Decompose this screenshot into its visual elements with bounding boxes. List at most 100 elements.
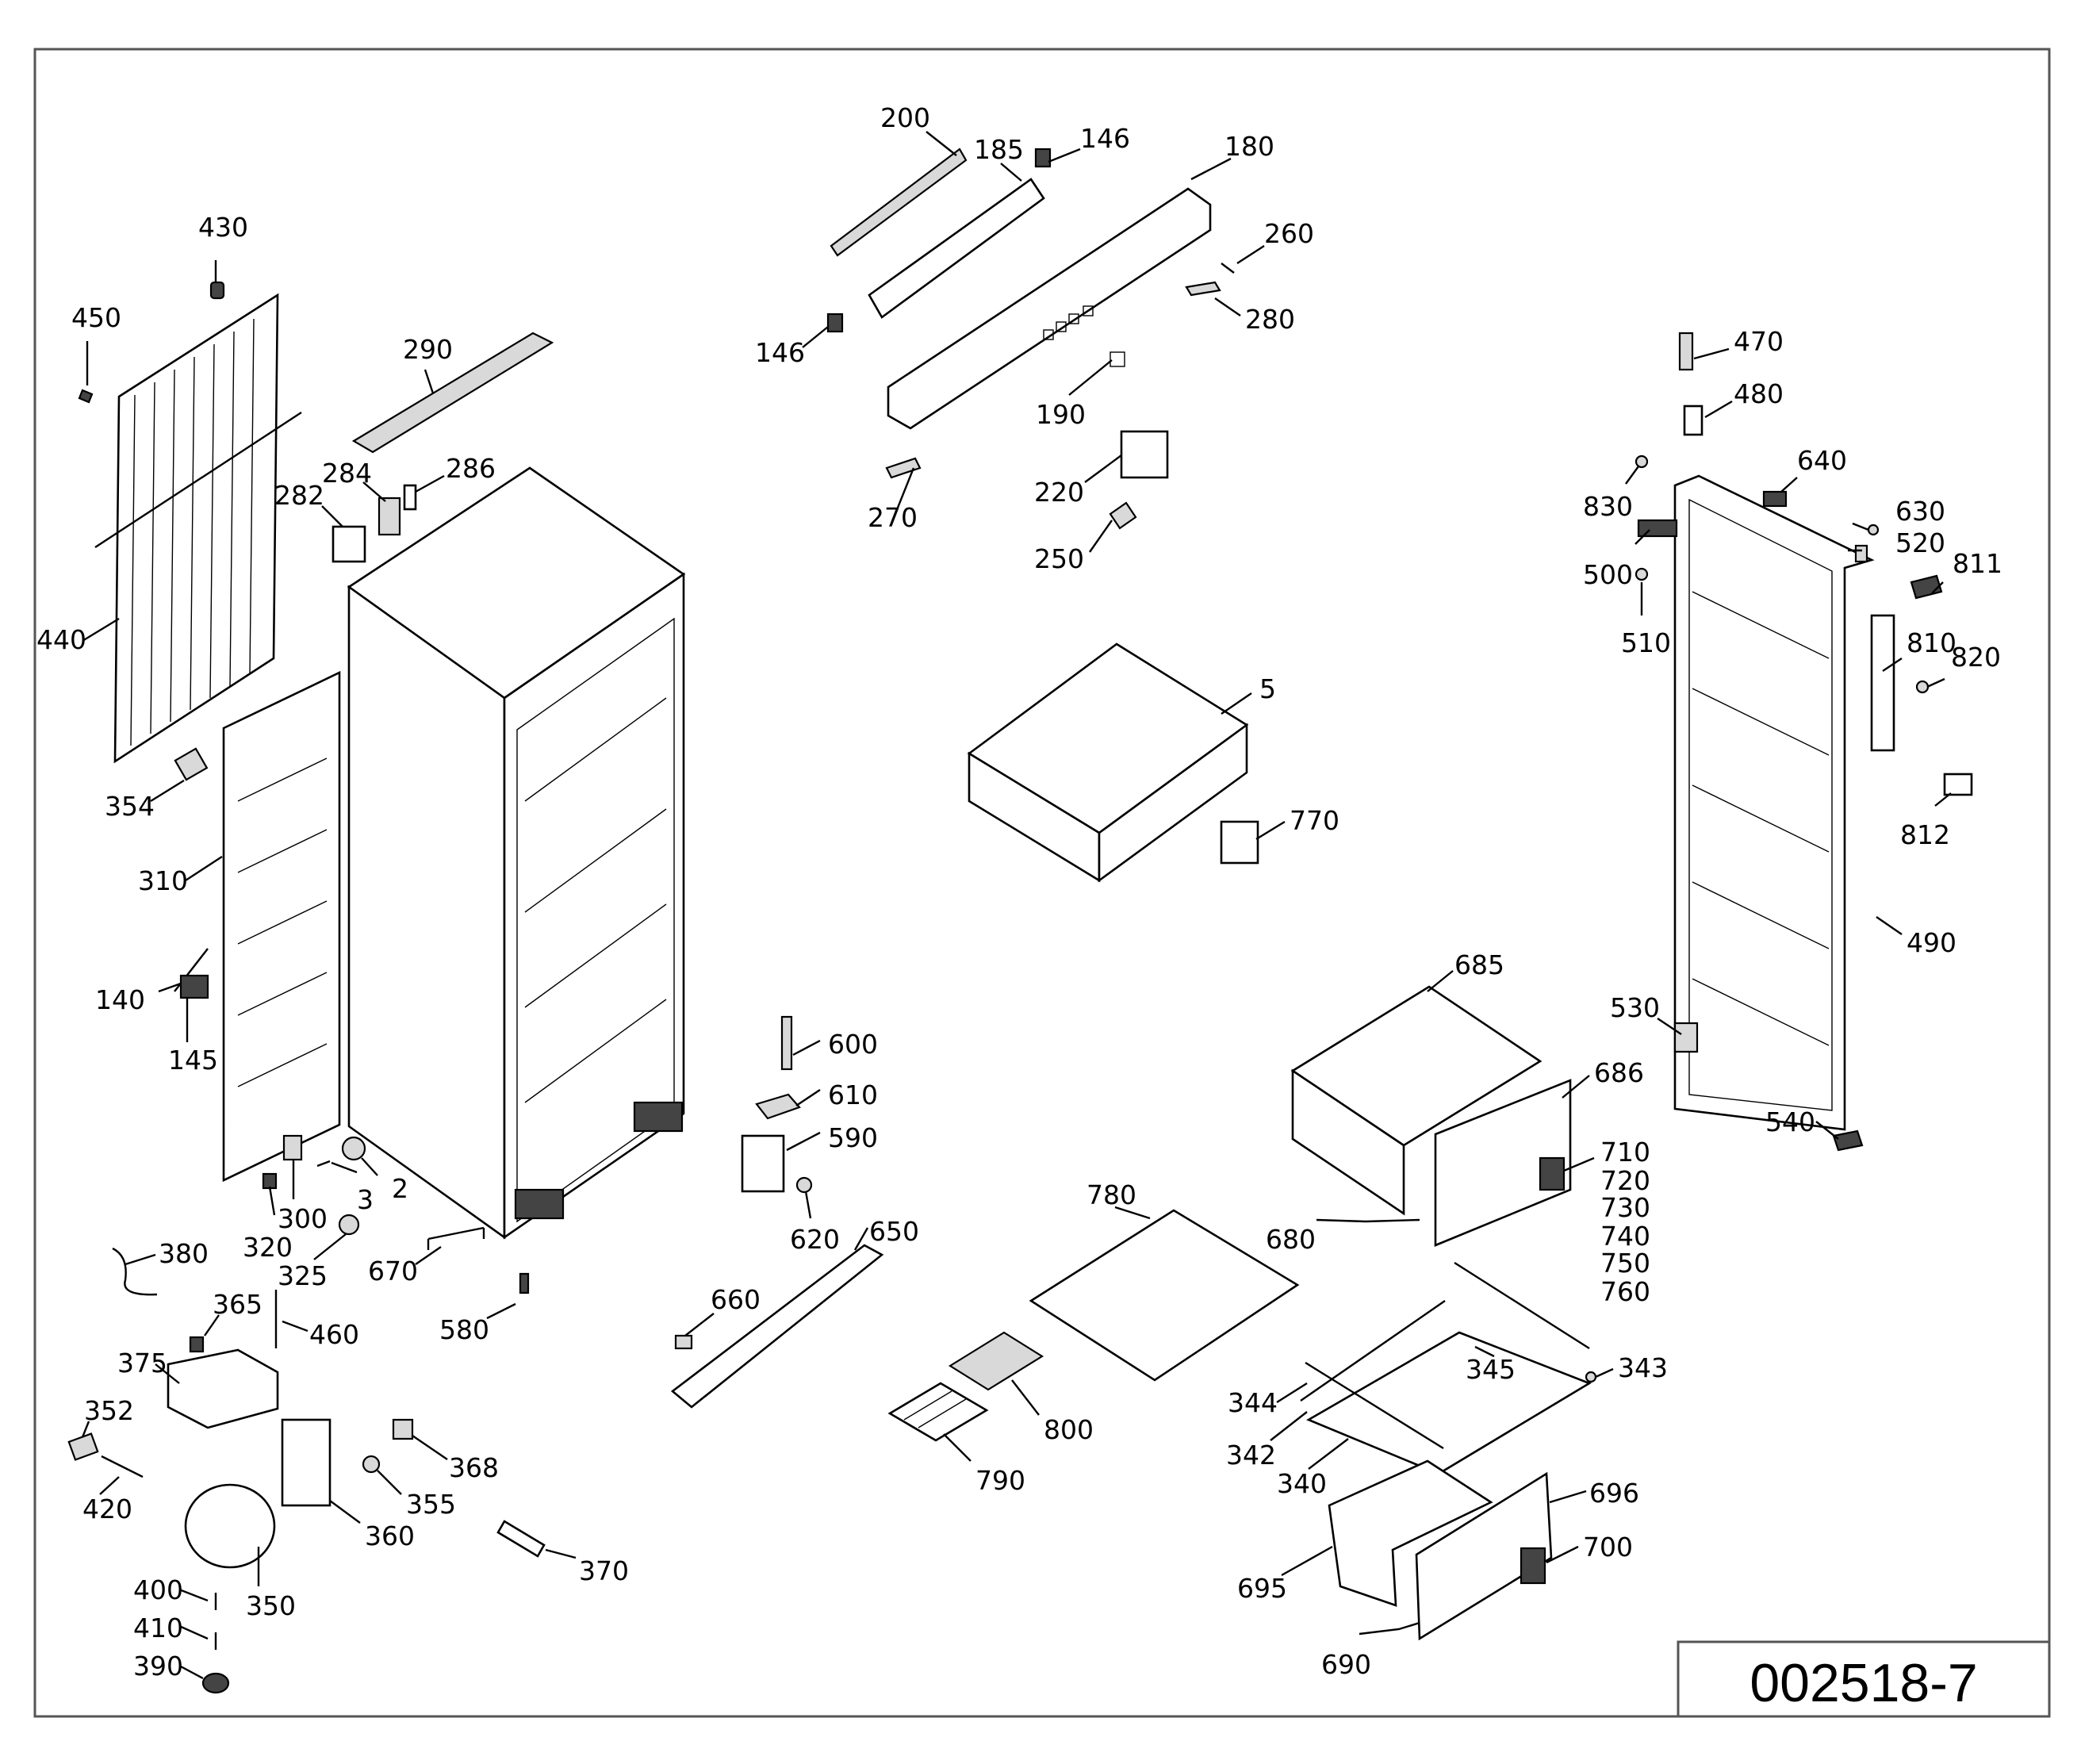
label-280: 280 <box>1245 304 1295 335</box>
hinge-part-590 <box>741 1134 785 1193</box>
label-140: 140 <box>95 984 145 1015</box>
leader-lines <box>81 131 1952 1680</box>
screw-part-343 <box>1585 1371 1597 1383</box>
label-810: 810 <box>1907 627 1956 658</box>
label-420: 420 <box>82 1494 132 1524</box>
label-410: 410 <box>133 1613 183 1643</box>
label-270: 270 <box>868 502 918 533</box>
label-440: 440 <box>36 624 86 655</box>
valve-part-300 <box>282 1134 303 1161</box>
label-700: 700 <box>1583 1532 1633 1563</box>
label-352: 352 <box>84 1395 134 1426</box>
relay-part-360 <box>281 1418 332 1507</box>
cap-part-640 <box>1762 490 1788 508</box>
label-540: 540 <box>1765 1106 1815 1137</box>
label-390: 390 <box>133 1651 183 1682</box>
bracket-part-670 <box>427 1226 485 1250</box>
label-286: 286 <box>446 453 496 484</box>
rail-part-342 <box>1300 1300 1446 1402</box>
label-180: 180 <box>1224 131 1274 162</box>
label-780: 780 <box>1086 1179 1136 1210</box>
label-365: 365 <box>213 1289 263 1320</box>
screw-part <box>78 389 94 404</box>
label-145: 145 <box>168 1045 218 1076</box>
screw-part-830 <box>1635 454 1649 469</box>
reference-number: 002518-7 <box>1749 1653 1977 1713</box>
capacitor-part-370 <box>496 1520 546 1558</box>
label-200: 200 <box>880 102 930 133</box>
board-part-200 <box>830 148 968 257</box>
label-811: 811 <box>1953 548 2002 579</box>
cap-part-812 <box>1943 773 1973 796</box>
label-370: 370 <box>579 1555 629 1586</box>
drawer-front-part-686 <box>1434 1079 1572 1247</box>
label-190: 190 <box>1036 399 1086 430</box>
label-740: 740 <box>1600 1221 1650 1252</box>
washer-part-630 <box>1867 523 1880 536</box>
label-720: 720 <box>1600 1165 1650 1196</box>
clip-part-284 <box>377 497 401 536</box>
clip-part-286 <box>403 484 417 511</box>
top-cover-strip-part <box>351 332 554 454</box>
label-part-190 <box>1109 351 1125 367</box>
label-520: 520 <box>1895 527 1945 558</box>
label-490: 490 <box>1907 927 1956 958</box>
screw-part-620 <box>795 1176 813 1194</box>
label-344: 344 <box>1228 1387 1278 1418</box>
label-343: 343 <box>1618 1352 1668 1383</box>
label-590: 590 <box>828 1122 878 1153</box>
label-470: 470 <box>1734 326 1784 357</box>
label-820: 820 <box>1951 642 2001 673</box>
drawer-part-695 <box>1328 1459 1493 1607</box>
cabinet-part <box>347 466 686 1240</box>
label-710: 710 <box>1600 1137 1650 1168</box>
label-480: 480 <box>1734 378 1784 409</box>
label-630: 630 <box>1895 496 1945 527</box>
label-284: 284 <box>322 458 372 489</box>
label-680: 680 <box>1266 1224 1316 1255</box>
label-580: 580 <box>439 1314 489 1345</box>
label-290: 290 <box>403 334 453 365</box>
label-660: 660 <box>711 1284 761 1315</box>
label-355: 355 <box>406 1489 456 1520</box>
bushing-part-520 <box>1854 544 1868 563</box>
pin-part-600 <box>780 1015 793 1071</box>
label-368: 368 <box>449 1452 499 1483</box>
clip-part-146-top <box>1034 148 1052 168</box>
label-220: 220 <box>1034 477 1084 508</box>
label-5: 5 <box>1259 673 1276 704</box>
cap-part-325 <box>338 1214 360 1236</box>
label-345: 345 <box>1466 1354 1516 1385</box>
label-300: 300 <box>278 1203 328 1234</box>
clip-part-368 <box>392 1418 414 1440</box>
leader-680 <box>1316 1218 1420 1223</box>
plate-part-770 <box>1220 820 1259 865</box>
clip-part-146-left <box>826 313 844 333</box>
rail-part-345 <box>1454 1261 1590 1350</box>
label-610: 610 <box>828 1079 878 1110</box>
label-696: 696 <box>1589 1478 1639 1509</box>
housing-part-185 <box>868 178 1045 319</box>
label-400: 400 <box>133 1574 183 1605</box>
tube-part-354 <box>174 747 209 781</box>
screw-part-510 <box>1635 567 1649 581</box>
cap-part <box>209 281 225 300</box>
label-686: 686 <box>1594 1057 1644 1088</box>
label-640: 640 <box>1797 445 1847 476</box>
ice-tray-part-800 <box>948 1331 1044 1391</box>
bracket-part-530 <box>1673 1022 1699 1053</box>
label-282: 282 <box>274 480 324 511</box>
label-342: 342 <box>1226 1440 1276 1471</box>
bracket-part-145 <box>179 974 209 999</box>
power-cord-part-380 <box>112 1247 158 1296</box>
label-770: 770 <box>1290 805 1339 836</box>
tray-part-375 <box>167 1348 279 1429</box>
label-500: 500 <box>1583 559 1633 590</box>
label-690: 690 <box>1321 1649 1371 1680</box>
label-530: 530 <box>1610 992 1660 1023</box>
handle-part-810 <box>1870 614 1895 752</box>
label-185: 185 <box>974 134 1024 165</box>
label-250: 250 <box>1034 543 1084 574</box>
label-730: 730 <box>1600 1192 1650 1223</box>
